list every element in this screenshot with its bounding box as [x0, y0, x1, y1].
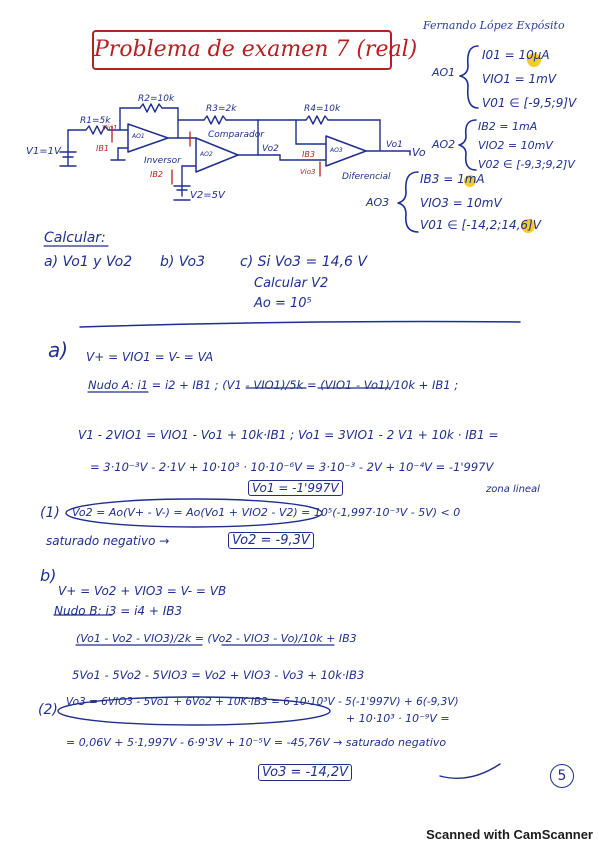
resistor-r2 — [139, 103, 163, 113]
section-a-label: a) — [48, 338, 69, 362]
resistor-r4 — [305, 115, 329, 125]
calcular-item-a: a) Vo1 y Vo2 — [44, 254, 133, 270]
spec-ao1-label: AO1 — [432, 66, 456, 79]
resistor-r3 — [203, 115, 227, 125]
brace-ao2 — [458, 119, 477, 171]
author-name: Fernando López Expósito — [423, 19, 565, 32]
circled-equation — [57, 696, 331, 726]
spec-ao2-line: V02 ∈ [-9,3;9,2]V — [478, 158, 575, 171]
page-title: Problema de examen 7 (real) — [92, 30, 417, 70]
spec-ao3-line: IB3 = 1mA — [420, 172, 485, 186]
spec-ao1-line: VIO1 = 1mV — [482, 72, 557, 86]
label-ib2: IB2 — [150, 170, 163, 179]
solution-line: V+ = Vo2 + VIO3 = V- = VB — [58, 584, 227, 598]
solution-line: V1 - 2VIO1 = VIO1 - Vo1 + 10k·IB1 ; Vo1 … — [78, 428, 499, 442]
note-zona-lineal: zona lineal — [486, 484, 540, 495]
equation-label-2: (2) — [38, 702, 58, 718]
label-v1: V1=1V — [26, 146, 61, 157]
spec-ao3-line: V01 ∈ [-14,2;14,6]V — [420, 218, 541, 232]
label-ao1-small: AO1 — [132, 133, 145, 140]
solution-line: Vo2 = Ao(V+ - V-) = Ao(Vo1 + VIO2 - V2) … — [72, 506, 461, 519]
label-vo: Vo — [412, 146, 426, 159]
label-v2: V2=5V — [190, 190, 225, 201]
label-ib1: IB1 — [96, 144, 109, 153]
solution-line: 5Vo1 - 5Vo2 - 5VIO3 = Vo2 + VIO3 - Vo3 +… — [72, 668, 365, 682]
label-ib3: IB3 — [302, 150, 315, 159]
solution-line: Vo3 = 6VIO3 - 5Vo1 + 6Vo2 + 10K·IB3 = 6·… — [66, 696, 459, 708]
result-box-vo1: Vo1 = -1'997V — [248, 480, 343, 496]
label-comparador: Comparador — [208, 130, 264, 140]
result-box-vo2: Vo2 = -9,3V — [228, 532, 314, 549]
equation-label-1: (1) — [40, 505, 60, 521]
label-vio1: Vio1 — [102, 124, 118, 132]
label-vo3: Vo1 — [386, 140, 403, 150]
circled-equation — [65, 498, 323, 528]
section-b-label: b) — [40, 566, 57, 585]
label-r2: R2=10k — [138, 94, 175, 104]
highlight-mark — [527, 53, 541, 67]
calcular-item-c2: Calcular V2 — [254, 276, 329, 291]
label-r1: R1=5k — [80, 116, 111, 126]
solution-line: (Vo1 - Vo2 - VIO3)/2k = (Vo2 - VIO3 - Vo… — [76, 632, 357, 645]
highlight-mark — [521, 219, 535, 233]
brace-ao1 — [459, 45, 479, 109]
solution-line: + 10·10³ · 10⁻⁹V = — [346, 712, 450, 725]
calcular-item-c: c) Si Vo3 = 14,6 V — [240, 254, 367, 270]
solution-line: Nudo B: i3 = i4 + IB3 — [54, 604, 183, 618]
spec-ao1-line: V01 ∈ [-9,5;9]V — [482, 96, 577, 110]
scanner-watermark: Scanned with CamScanner — [426, 827, 593, 842]
solution-line: V+ = VIO1 = V- = VA — [86, 350, 214, 364]
opamp-ao2 — [195, 137, 239, 173]
opamp-ao1 — [127, 123, 169, 153]
label-vio3: Vio3 — [300, 168, 316, 176]
calcular-heading: Calcular: — [44, 230, 106, 246]
label-r4: R4=10k — [304, 104, 341, 114]
solution-line: saturado negativo → — [46, 534, 170, 548]
label-diferencial: Diferencial — [342, 172, 391, 182]
spec-ao3-line: VIO3 = 10mV — [420, 196, 502, 210]
solution-line: = 0,06V + 5·1,997V - 6·9'3V + 10⁻⁵V = -4… — [66, 736, 447, 749]
label-vo2: Vo2 — [262, 144, 279, 154]
label-ao3-small: AO3 — [330, 147, 343, 154]
arrow-mark — [439, 763, 501, 779]
resistor-r1 — [85, 125, 109, 135]
label-r3: R3=2k — [206, 104, 237, 114]
solution-line: Nudo A: i1 = i2 + IB1 ; (V1 - VIO1)/5k =… — [88, 378, 459, 392]
spec-ao2-line: IB2 = 1mA — [478, 120, 538, 133]
label-inversor: Inversor — [144, 156, 181, 166]
calcular-item-c3: Ao = 10⁵ — [254, 296, 312, 311]
brace-ao3 — [397, 171, 419, 233]
label-ao2-small: AO2 — [200, 151, 213, 158]
highlight-mark — [464, 175, 476, 187]
page-number: 5 — [550, 764, 574, 788]
separator-line — [79, 320, 521, 328]
opamp-ao3 — [325, 135, 367, 167]
calcular-item-b: b) Vo3 — [160, 254, 206, 270]
spec-ao2-label: AO2 — [432, 138, 456, 151]
result-box-vo3: Vo3 = -14,2V — [258, 764, 353, 781]
solution-line: = 3·10⁻³V - 2·1V + 10·10³ · 10·10⁻⁶V = 3… — [90, 460, 494, 474]
spec-ao2-line: VIO2 = 10mV — [478, 139, 553, 152]
spec-ao3-label: AO3 — [366, 196, 390, 209]
spec-ao1-line: I01 = 10μA — [482, 48, 550, 62]
